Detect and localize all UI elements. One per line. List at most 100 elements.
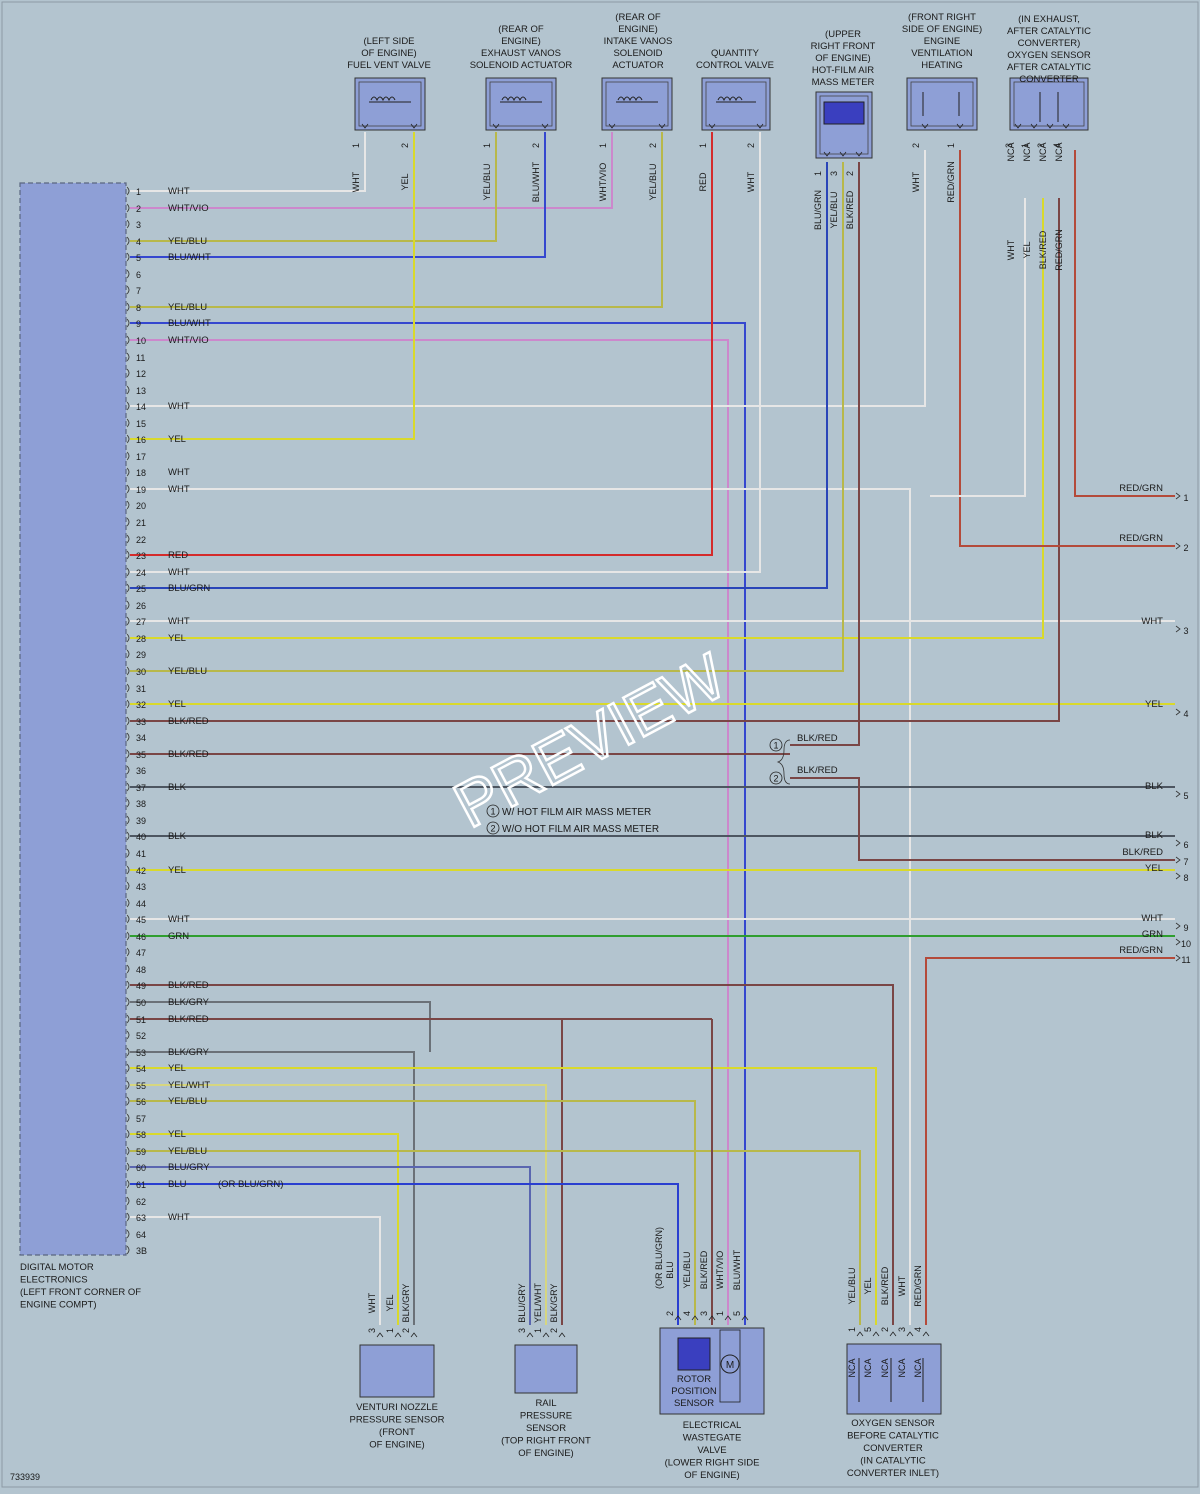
bottom-component-title: (LOWER RIGHT SIDE [665,1458,760,1469]
bottom-pin-wire-label: BLU/GRY [517,1283,527,1322]
bottom-pin-wire-label: YEL/BLU [847,1267,857,1304]
bottom-pin-wire-note: (OR BLU/GRN) [654,1227,664,1289]
bottom-pin-number: 2 [549,1328,559,1333]
top-pin-terminal [658,123,666,129]
bottom-component-title: CONVERTER [863,1443,923,1454]
ecm-pin-wire-label: YEL/BLU [168,666,207,677]
legend-note-marker-1-text: 1 [490,807,495,817]
top-component-title: AFTER CATALYTIC [1007,26,1091,37]
pin-terminal [126,517,130,527]
wire-pin-30 [130,162,844,672]
legend-note-marker-2 [486,821,500,835]
ecm-pin-number: 55 [136,1081,146,1091]
motor-icon [720,1354,740,1374]
top-component-inner [910,81,974,127]
pin-terminal [126,600,130,610]
ecm-pin-wire-label: WHT [168,467,190,478]
right-connector-wire-label: RED/GRN [1119,533,1163,544]
top-pin-wire-label: YEL/BLU [829,191,839,228]
bottom-pin-terminal [724,1315,732,1321]
ecm-pin-number: 54 [136,1064,146,1074]
ecm-pin-number: 32 [136,700,146,710]
right-connector-arrow [1175,790,1181,798]
bottom-component-title: OF ENGINE) [369,1440,424,1451]
wire-pin-2 [130,132,613,209]
ecm-pin-wire-label: YEL [168,434,186,445]
top-pin-wire-label: BLU/WHT [531,161,541,202]
ecm-pin-number: 6 [136,270,141,280]
wire-pin-23 [130,132,713,556]
ecm-pin-number: 10 [136,336,146,346]
top-component-box [701,77,771,131]
pin-terminal [126,484,130,494]
right-connector-number: 6 [1183,840,1188,850]
pin-terminal [126,1014,130,1024]
bottom-component-title: OXYGEN SENSOR [851,1418,935,1429]
right-connector-arrow [1175,625,1181,633]
ecm-pin-number: 64 [136,1230,146,1240]
wire-pin-1 [130,132,366,192]
wire-pin-14 [130,150,926,407]
bottom-pin-wire-label: BLU [665,1261,675,1279]
ecm-pin-number: 37 [136,783,146,793]
top-component-title: SOLENOID [613,48,662,59]
ecm-pin-number: 2 [136,204,141,214]
pin-terminal [126,683,130,693]
pin-terminal [126,914,130,924]
wire-pin-9 [130,322,746,1325]
top-pin-wire-label: YEL [400,173,410,190]
solenoid-coil-icon [617,96,643,102]
ecm-pin-number: 29 [136,650,146,660]
pin-terminal [126,1047,130,1057]
pin-terminal [126,434,130,444]
right-connector-number: 2 [1183,543,1188,553]
right-connector-arrow [1175,839,1181,847]
top-pin-nca: NCA [1054,142,1064,161]
wire-pin-25 [130,162,828,589]
ecm-label: ENGINE COMPT) [20,1300,97,1311]
pin-terminal [126,831,130,841]
ecm-pin-number: 26 [136,601,146,611]
pin-terminal [126,848,130,858]
top-pin-terminal [361,123,369,129]
ecm-pin-number: 18 [136,468,146,478]
legend-note-marker-1 [486,804,500,818]
ecm-pin-number: 33 [136,717,146,727]
right-connector-arrow [1175,492,1181,500]
top-component-title: ENGINE [924,36,960,47]
right-connector-number: 10 [1181,939,1191,949]
bottom-pin-nca: NCA [847,1358,857,1377]
pin-terminal [126,500,130,510]
pin-terminal [126,269,130,279]
ecm-pin-number: 19 [136,485,146,495]
ecm-pin-wire-label: GRN [168,931,189,942]
ecm-pin-number: 5 [136,253,141,263]
top-component-box [354,77,426,131]
bottom-pin-wire-label: WHT [897,1275,907,1296]
top-pin-wire-label: RED/GRN [1054,229,1064,271]
bottom-component-title: VALVE [697,1445,726,1456]
ecm-pin-number: 51 [136,1015,146,1025]
bottom-pin-wire-label: BLK/GRY [401,1284,411,1323]
top-component-title: CONVERTER [1019,74,1079,85]
ecm-pin-number: 3B [136,1246,147,1256]
pin-terminal [126,931,130,941]
pin-terminal [126,616,130,626]
pin-terminal [126,203,130,213]
legend-marker-2 [769,771,783,785]
bottom-pin-number: 2 [665,1311,675,1316]
ecm-pin-number: 45 [136,915,146,925]
pin-terminal [126,798,130,808]
pin-terminal [126,385,130,395]
ecm-pin-number: 28 [136,634,146,644]
legend-note-1: W/ HOT FILM AIR MASS METER [502,807,651,818]
right-connector-arrow [1175,872,1181,880]
legend-marker-1-text: 1 [773,741,778,751]
wire-oxygen-after-pin3 [930,198,1026,497]
ecm-pin-wire-label: YEL/BLU [168,302,207,313]
pin-terminal [126,285,130,295]
top-pin-wire-label: WHT [351,171,361,192]
pin-terminal [126,1179,130,1189]
top-pin-wire-label: RED [698,172,708,192]
